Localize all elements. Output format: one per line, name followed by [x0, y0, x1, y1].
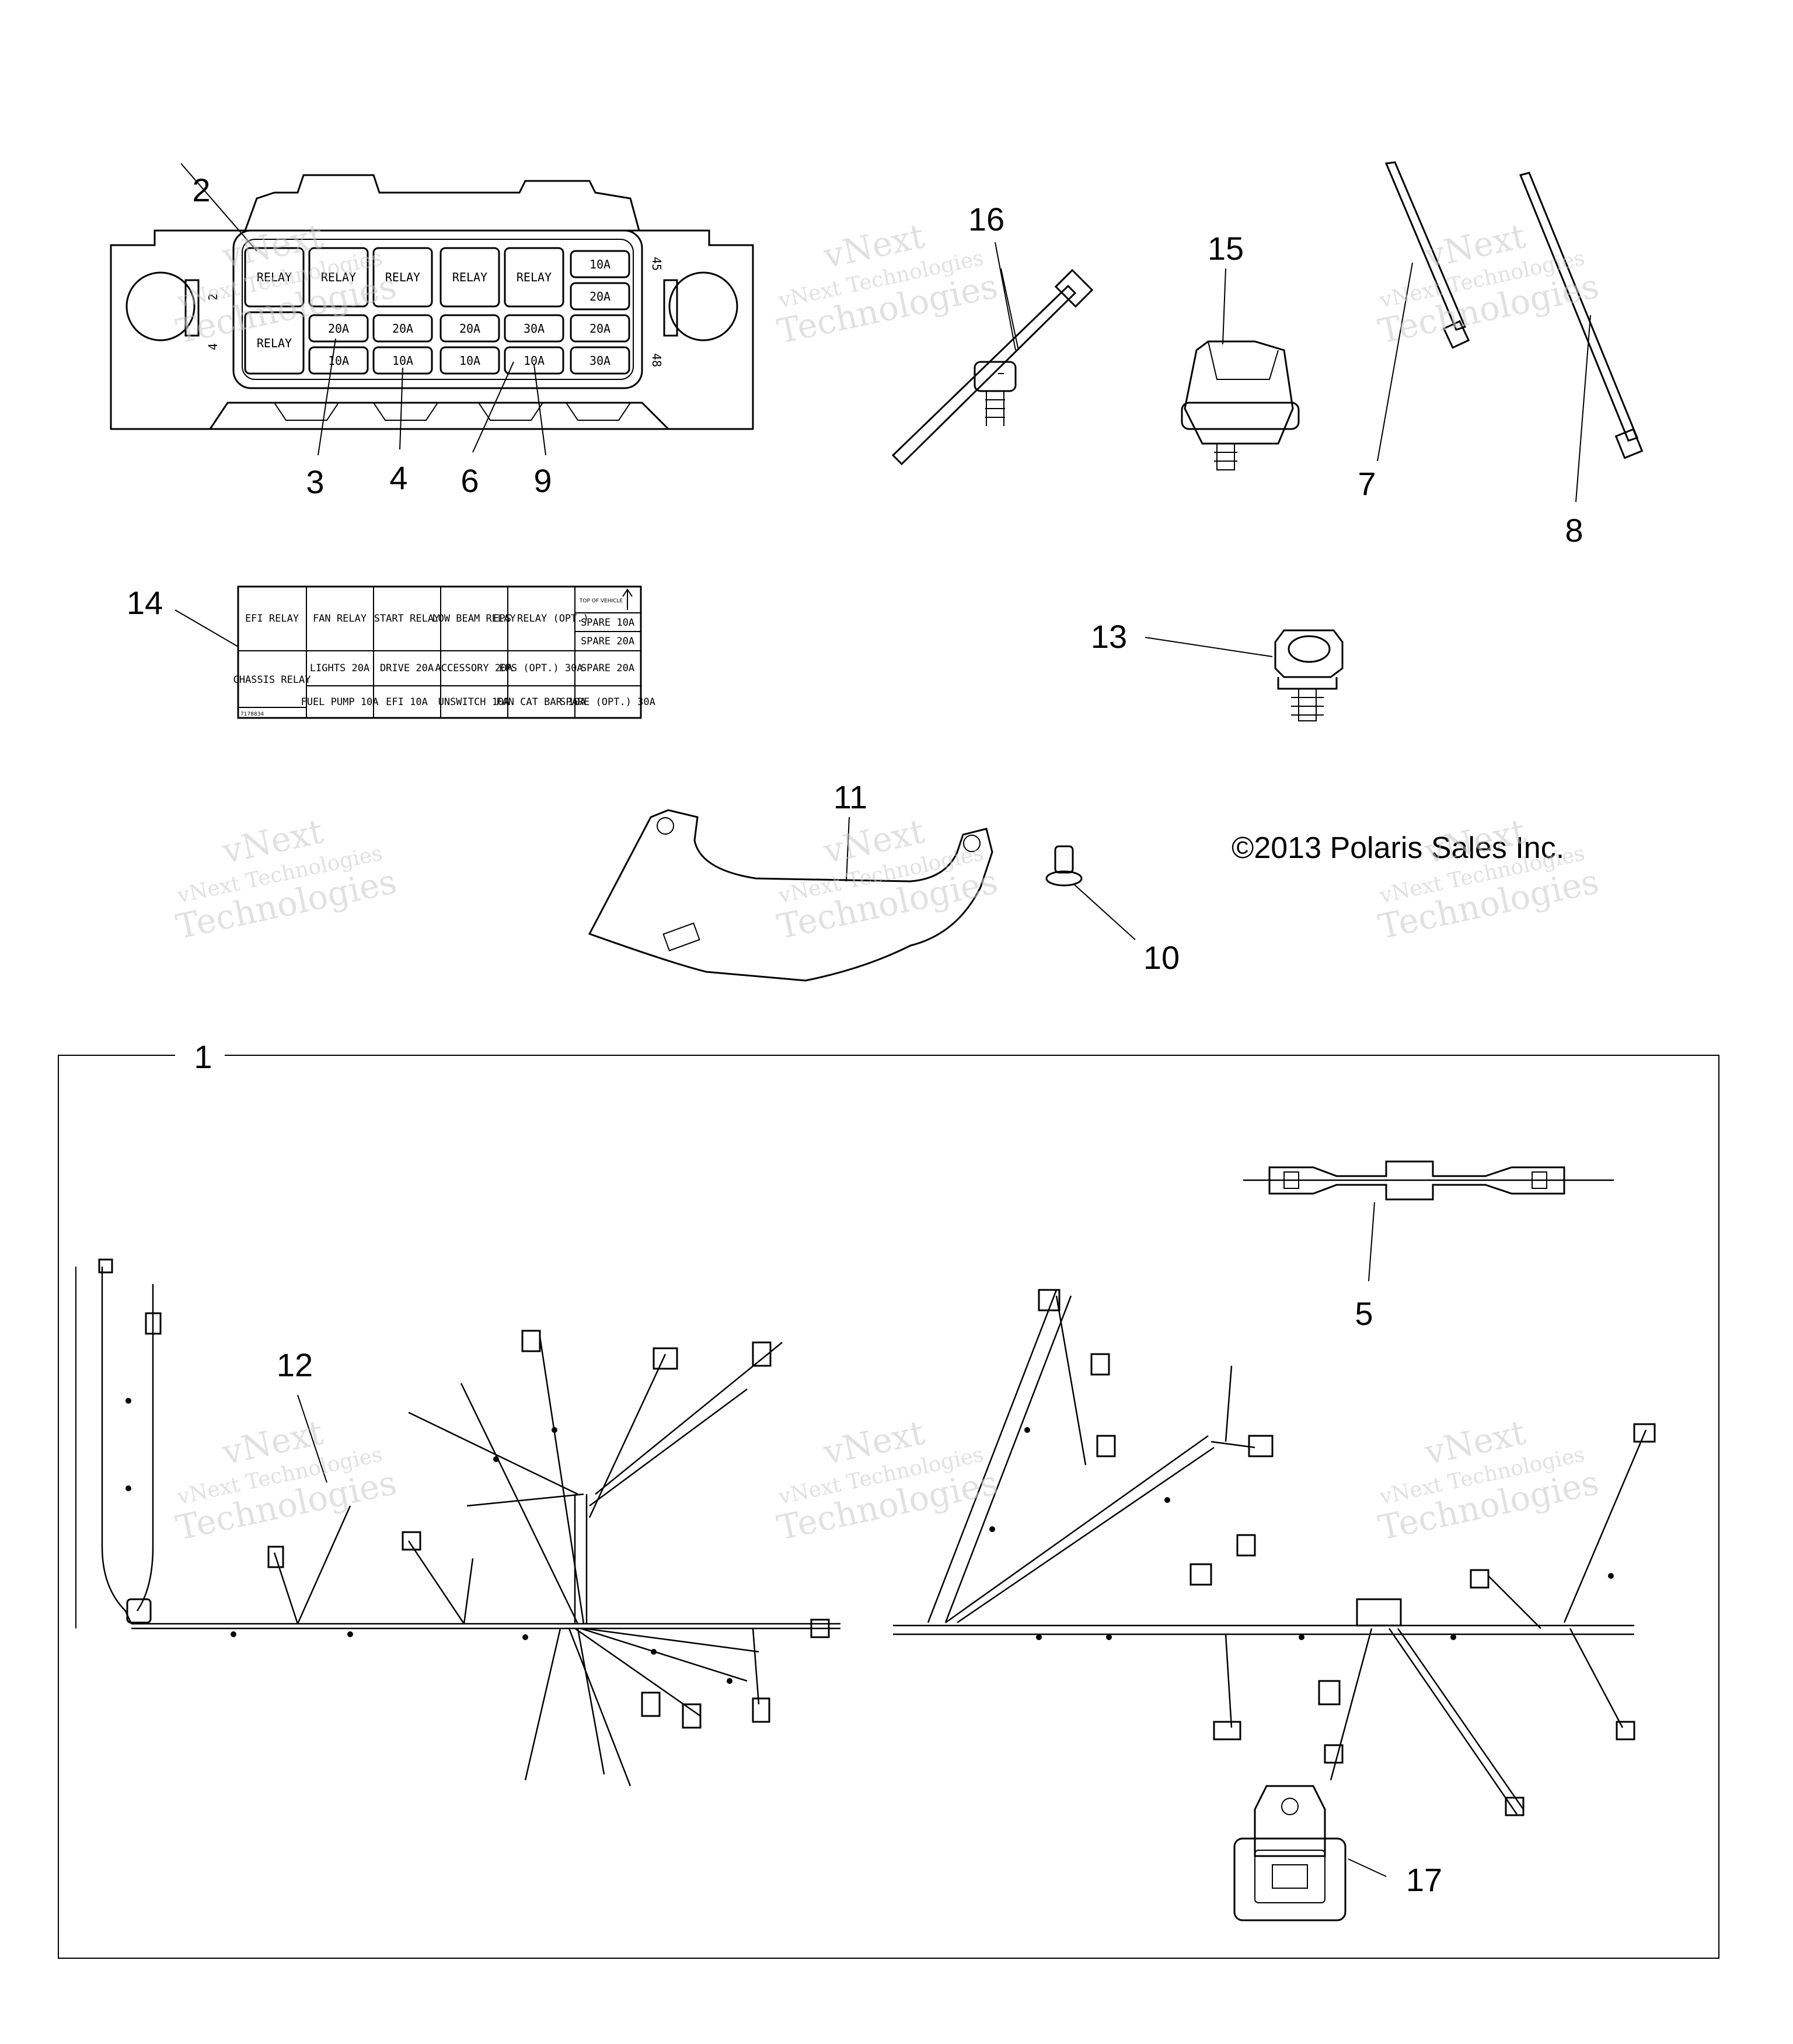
relay-label: RELAY: [257, 336, 292, 350]
callout-3: 3: [306, 463, 324, 500]
inline-connector: [1243, 1160, 1614, 1282]
edge-clamp: [1145, 629, 1344, 721]
callout-11: 11: [833, 779, 867, 815]
callout-6: 6: [461, 462, 479, 499]
label-header: EPS RELAY (OPT.): [493, 613, 589, 625]
label-header: EFI RELAY: [245, 613, 299, 625]
label-cell: SPARE 20A: [581, 662, 634, 674]
callout-10: 10: [1143, 939, 1180, 976]
callout-numbers: 2 3 4 6 9 16 15 7 8 14 13 11 10 1 5 12 1…: [127, 172, 1583, 1898]
fuse-box-side-number: 4: [206, 343, 220, 350]
label-cell: FAN CAT BAR 10A: [496, 696, 586, 708]
harness-frame: [58, 1055, 1719, 1959]
label-header: FAN RELAY: [313, 613, 367, 625]
callout-13: 13: [1091, 618, 1127, 655]
callout-4: 4: [389, 459, 407, 496]
callout-9: 9: [533, 462, 552, 499]
label-cell: SPARE (OPT.) 30A: [560, 696, 655, 708]
label-chassis: CHASSIS RELAY: [233, 674, 311, 686]
copyright-notice: ©2013 Polaris Sales Inc.: [1232, 831, 1564, 865]
callout-12: 12: [277, 1347, 313, 1383]
fuse-label: 10A: [392, 354, 413, 368]
relay-label: RELAY: [321, 270, 356, 284]
callout-15: 15: [1208, 230, 1244, 267]
push-rivet: [1045, 845, 1136, 940]
cable-tie-mount: [891, 242, 1094, 466]
fuse-box-side-number: 2: [206, 294, 220, 301]
callout-5: 5: [1355, 1295, 1373, 1332]
cable-ties: [1377, 161, 1644, 503]
main-harness-left: [75, 1258, 840, 1787]
label-spare: SPARE 20A: [581, 636, 634, 647]
diagnostic-connector: [1233, 1785, 1387, 1921]
label-cell: ACCESSORY 20A: [435, 662, 512, 674]
relay-label: RELAY: [385, 270, 420, 284]
callout-7: 7: [1358, 465, 1376, 502]
callout-8: 8: [1565, 512, 1583, 549]
main-harness-right: [893, 1289, 1656, 1921]
label-header: START RELAY: [374, 613, 440, 625]
label-cell: FUEL PUMP 10A: [301, 696, 378, 708]
label-cell: LIGHTS 20A: [310, 662, 369, 674]
relay-label: RELAY: [257, 270, 292, 284]
relay-label: RELAY: [517, 270, 552, 284]
fuse-label: 20A: [392, 322, 413, 336]
callout-14: 14: [127, 584, 163, 621]
callout-1: 1: [194, 1038, 212, 1075]
fuse-label: 20A: [328, 322, 349, 336]
fuse-box-side-number: 45: [650, 257, 664, 271]
label-cell: EPS (OPT.) 30A: [499, 662, 582, 674]
connector-clip: [1181, 268, 1300, 470]
label-cell: EFI 10A: [386, 696, 428, 708]
label-header: LOW BEAM RELAY: [432, 613, 515, 625]
label-cell: UNSWITCH 10A: [438, 696, 510, 708]
label-part-number: 7178834: [240, 711, 264, 717]
relay-row: RELAY RELAY RELAY RELAY RELAY: [244, 247, 564, 308]
mounting-bracket: [588, 809, 993, 982]
label-spare: SPARE 10A: [581, 617, 634, 629]
fuse-label: 20A: [589, 322, 611, 336]
relay-label: RELAY: [452, 270, 487, 284]
callout-2: 2: [192, 172, 210, 208]
label-cell: DRIVE 20A: [380, 662, 434, 674]
fuse-box: RELAY RELAY RELAY RELAY RELAY 10A 20A 20…: [110, 163, 754, 456]
fuse-label: 30A: [589, 354, 611, 368]
fuse-label-card: EFI RELAY FAN RELAY START RELAY LOW BEAM…: [175, 585, 655, 719]
fuse-label: 10A: [459, 354, 480, 368]
callout-17: 17: [1406, 1861, 1442, 1898]
fuse-label: 10A: [589, 257, 611, 271]
fuse-label: 20A: [459, 322, 480, 336]
fuse-label: 20A: [589, 289, 611, 304]
label-header: TOP OF VEHICLE: [579, 598, 623, 604]
fuse-label: 30A: [524, 322, 545, 336]
callout-16: 16: [968, 201, 1004, 238]
fuse-box-side-number: 48: [650, 353, 664, 367]
